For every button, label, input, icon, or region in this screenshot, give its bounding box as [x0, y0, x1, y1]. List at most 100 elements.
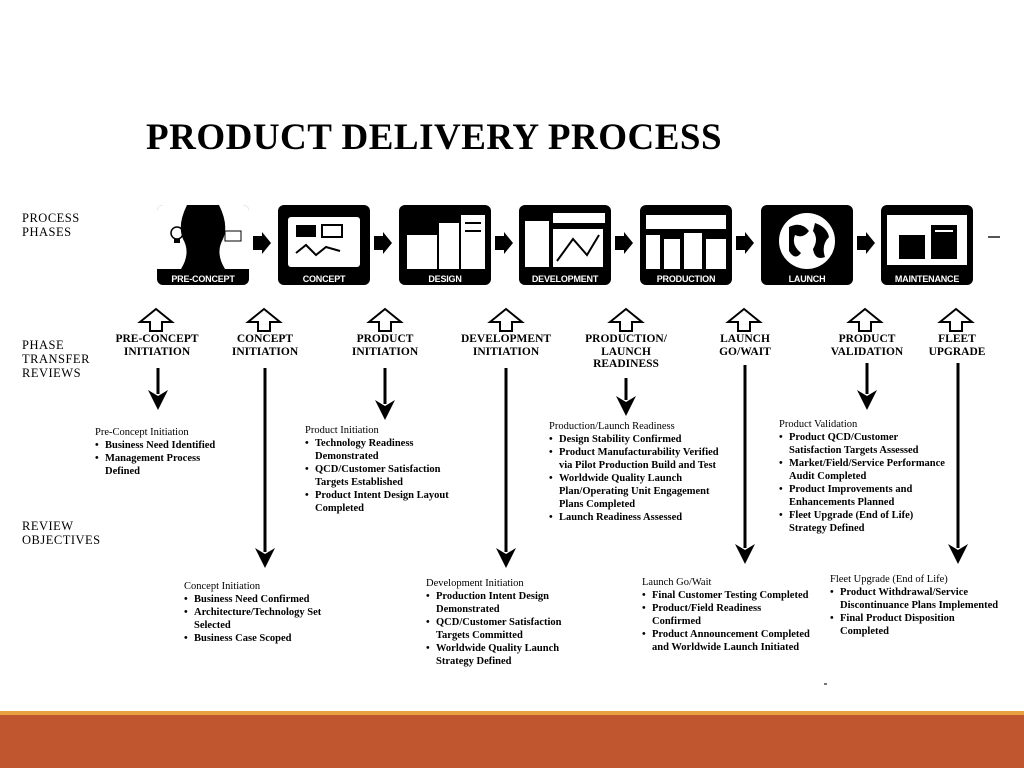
- label-review-objectives: REVIEW OBJECTIVES: [22, 519, 101, 547]
- objective-item: Product Intent Design Layout Completed: [305, 489, 469, 515]
- review-launch-go-wait: LAUNCH GO/WAIT: [719, 333, 771, 358]
- phase-arrow: [253, 232, 271, 254]
- objective-item: Final Product Disposition Completed: [830, 612, 1000, 638]
- footer-bar: [0, 715, 1024, 768]
- objective-item: Product Announcement Completed and World…: [642, 628, 812, 654]
- up-arrow: [937, 307, 975, 332]
- diagram-title: PRODUCT DELIVERY PROCESS: [146, 117, 723, 158]
- review-pre-concept-initiation: PRE-CONCEPT INITIATION: [115, 333, 199, 358]
- phase-launch: LAUNCH: [761, 205, 853, 285]
- factory-icon: [646, 215, 726, 269]
- objective-item: QCD/Customer Satisfaction Targets Commit…: [426, 616, 592, 642]
- objective-item: Business Need Identified: [95, 439, 235, 452]
- objective-product-initiation: Product Initiation Technology Readiness …: [305, 424, 469, 515]
- objective-fleet-upgrade: Fleet Upgrade (End of Life) Product With…: [830, 573, 1000, 638]
- phase-caption: LAUNCH: [788, 274, 826, 284]
- objective-item: Market/Field/Service Performance Audit C…: [779, 457, 951, 483]
- objective-item: Worldwide Quality Launch Plan/Operating …: [549, 472, 719, 511]
- objective-concept-initiation: Concept Initiation Business Need Confirm…: [184, 580, 356, 645]
- phase-arrow: [374, 232, 392, 254]
- phase-caption: MAINTENANCE: [894, 274, 960, 284]
- arrow-head: [255, 548, 275, 568]
- up-arrow: [366, 307, 404, 332]
- connector-arrows: [137, 307, 975, 568]
- review-production-launch-readiness: PRODUCTION/ LAUNCH READINESS: [585, 333, 667, 370]
- objective-title: Production/Launch Readiness: [549, 421, 675, 432]
- objective-production-launch-readiness: Production/Launch Readiness Design Stabi…: [549, 420, 719, 524]
- phase-caption: PRODUCTION: [656, 274, 716, 284]
- review-product-initiation: PRODUCT INITIATION: [351, 333, 419, 358]
- up-arrow: [846, 307, 884, 332]
- objective-title: Development Initiation: [426, 578, 524, 589]
- label-process-phases: PROCESS PHASES: [22, 211, 80, 239]
- review-concept-initiation: CONCEPT INITIATION: [231, 333, 299, 358]
- objective-item: Product Manufacturability Verified via P…: [549, 446, 719, 472]
- machine-icon: [407, 215, 485, 269]
- machine-on-platform-icon: [887, 215, 967, 265]
- objective-product-validation: Product Validation Product QCD/Customer …: [779, 418, 951, 535]
- phase-pre-concept: PRE-CONCEPT: [157, 205, 249, 285]
- objective-item: Architecture/Technology Set Selected: [184, 606, 356, 632]
- phase-design: DESIGN: [399, 205, 491, 285]
- objective-item: Product/Field Readiness Confirmed: [642, 602, 812, 628]
- objective-title: Pre-Concept Initiation: [95, 427, 189, 438]
- objective-pre-concept-initiation: Pre-Concept Initiation Business Need Ide…: [95, 426, 235, 478]
- objective-item: Technology Readiness Demonstrated: [305, 437, 469, 463]
- objective-title: Launch Go/Wait: [642, 577, 712, 588]
- objective-title: Product Initiation: [305, 425, 379, 436]
- up-arrow: [487, 307, 525, 332]
- phase-concept: CONCEPT: [278, 205, 370, 285]
- trailing-dash: [988, 236, 1000, 238]
- objective-development-initiation: Development Initiation Production Intent…: [426, 577, 592, 668]
- globe-icon: [779, 213, 835, 269]
- review-fleet-upgrade: FLEET UPGRADE: [928, 333, 986, 358]
- phase-maintenance: MAINTENANCE: [881, 205, 973, 285]
- phase-development: DEVELOPMENT: [519, 205, 611, 285]
- objective-item: Business Need Confirmed: [184, 593, 356, 606]
- objective-item: Management Process Defined: [95, 452, 235, 478]
- objective-item: QCD/Customer Satisfaction Targets Establ…: [305, 463, 469, 489]
- phase-caption: DEVELOPMENT: [531, 274, 599, 284]
- objective-item: Product QCD/Customer Satisfaction Target…: [779, 431, 951, 457]
- stray-mark: [824, 683, 827, 685]
- objective-title: Fleet Upgrade (End of Life): [830, 574, 948, 585]
- phase-arrow: [736, 232, 754, 254]
- review-product-validation: PRODUCT VALIDATION: [830, 333, 904, 358]
- objective-title: Product Validation: [779, 419, 858, 430]
- arrow-head: [148, 390, 168, 410]
- up-arrow: [607, 307, 645, 332]
- objective-item: Product Improvements and Enhancements Pl…: [779, 483, 951, 509]
- phase-caption: DESIGN: [428, 274, 462, 284]
- motorola-lab-icon: [525, 213, 605, 267]
- arrow-head: [375, 400, 395, 420]
- objective-item: Design Stability Confirmed: [549, 433, 719, 446]
- review-development-initiation: DEVELOPMENT INITIATION: [460, 333, 552, 358]
- lightbulb-head-icon: [157, 205, 249, 269]
- arrow-head: [496, 548, 516, 568]
- phase-caption: PRE-CONCEPT: [171, 274, 235, 284]
- phase-production: PRODUCTION: [640, 205, 732, 285]
- objective-item: Business Case Scoped: [184, 632, 356, 645]
- up-arrow: [725, 307, 763, 332]
- up-arrow: [137, 307, 175, 332]
- arrow-head: [735, 544, 755, 564]
- objective-item: Production Intent Design Demonstrated: [426, 590, 592, 616]
- arrow-head: [857, 390, 877, 410]
- label-phase-transfer-reviews: PHASE TRANSFER REVIEWS: [22, 338, 90, 380]
- phase-arrow: [857, 232, 875, 254]
- objective-item: Final Customer Testing Completed: [642, 589, 812, 602]
- objective-item: Product Withdrawal/Service Discontinuanc…: [830, 586, 1000, 612]
- objective-title: Concept Initiation: [184, 581, 261, 592]
- phase-arrow: [615, 232, 633, 254]
- footer-accent-line: [0, 711, 1024, 715]
- phase-arrow: [495, 232, 513, 254]
- objective-item: Launch Readiness Assessed: [549, 511, 719, 524]
- up-arrow: [245, 307, 283, 332]
- objective-item: Worldwide Quality Launch Strategy Define…: [426, 642, 592, 668]
- objective-launch-go-wait: Launch Go/Wait Final Customer Testing Co…: [642, 576, 812, 654]
- objective-item: Fleet Upgrade (End of Life) Strategy Def…: [779, 509, 951, 535]
- computer-screen-icon: [288, 217, 360, 267]
- arrow-head: [948, 544, 968, 564]
- phase-caption: CONCEPT: [302, 274, 346, 284]
- arrow-head: [616, 396, 636, 416]
